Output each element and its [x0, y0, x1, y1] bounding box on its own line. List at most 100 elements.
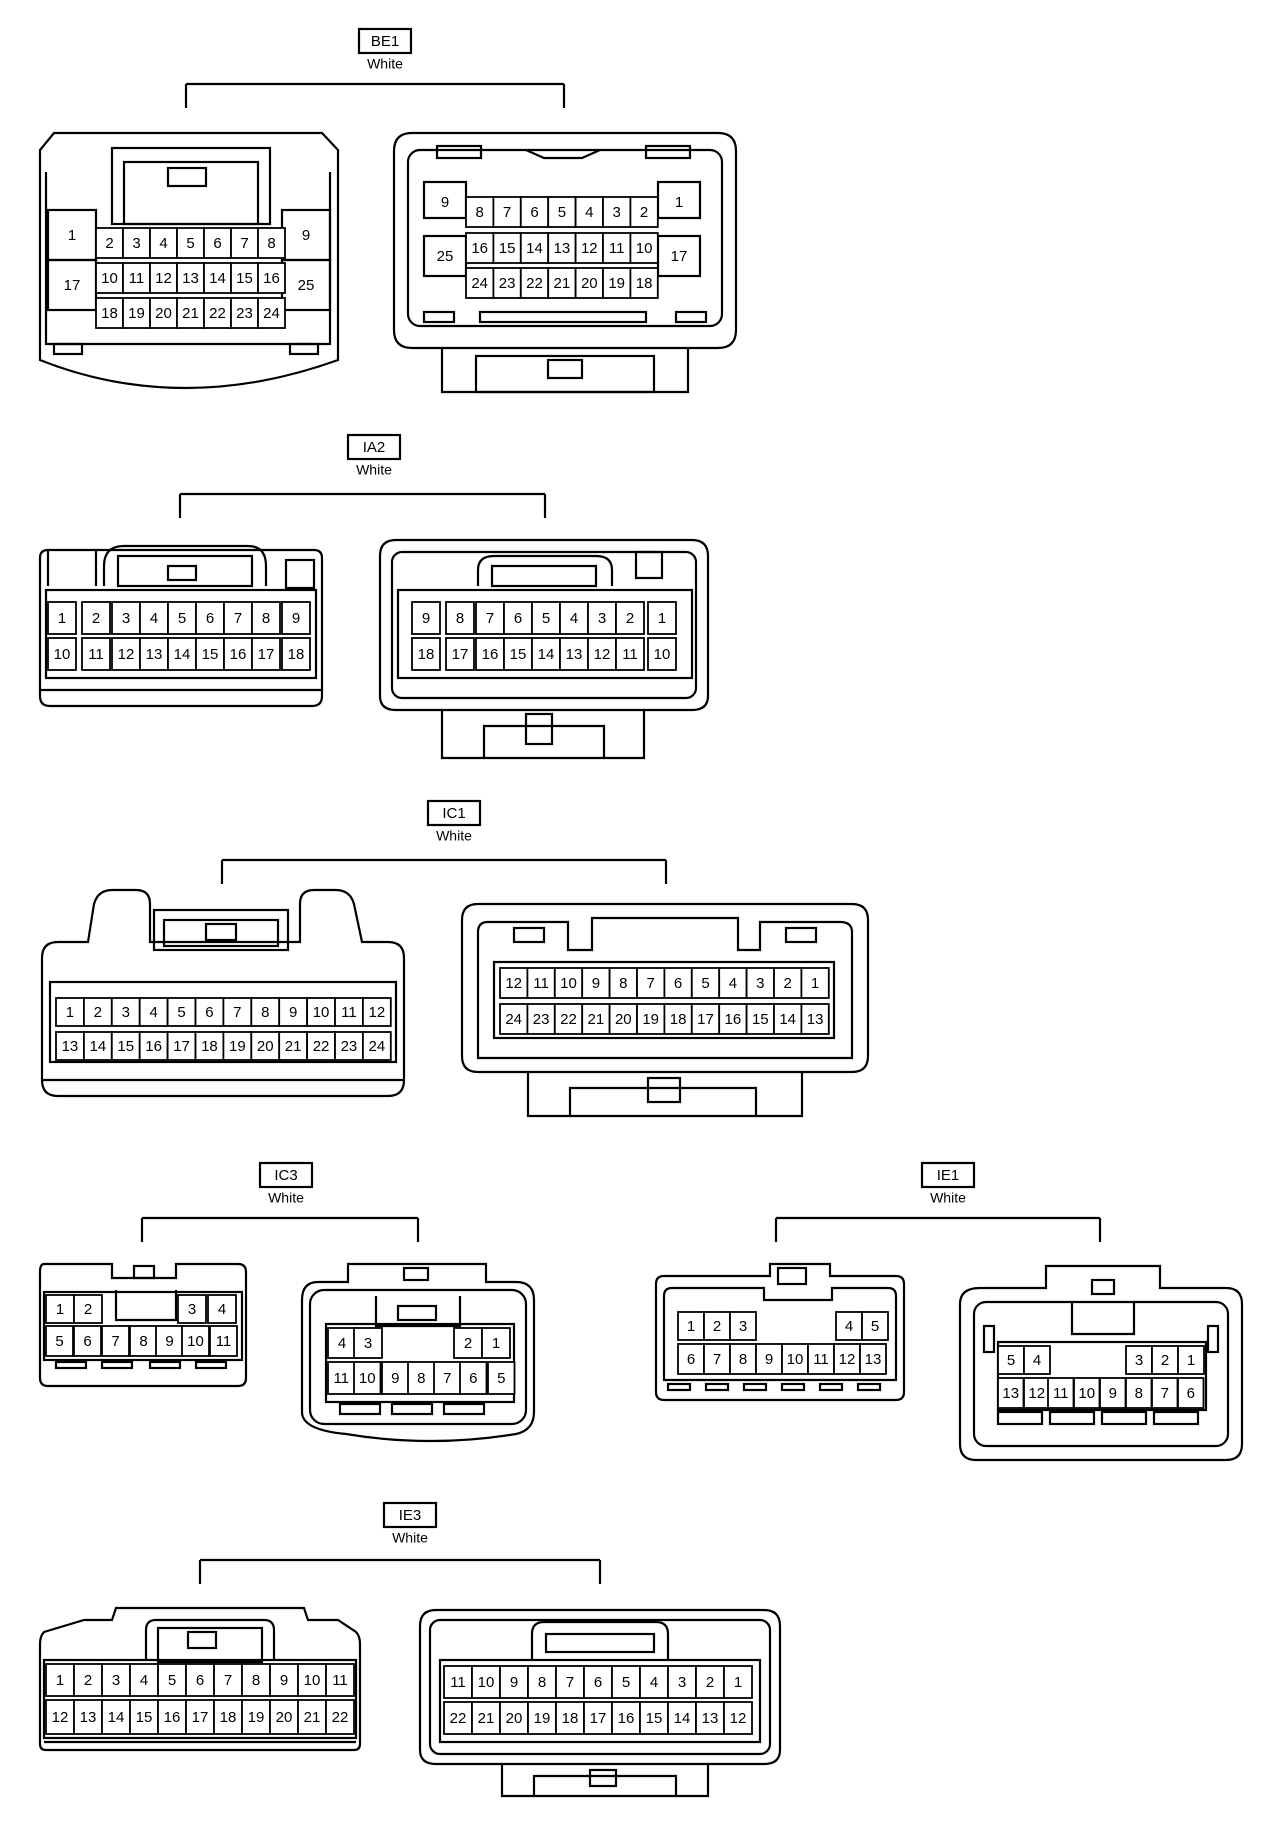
pin-cell	[101, 1663, 131, 1697]
pin-cavity	[629, 196, 659, 228]
pin-number: 20	[276, 1709, 293, 1726]
connector-bracket	[140, 1216, 420, 1242]
lock-frame	[474, 354, 656, 394]
pin-cavity	[223, 637, 253, 671]
pin-cell	[138, 997, 169, 1027]
pin-number: 2	[1161, 1352, 1169, 1369]
pin-number: 25	[298, 277, 315, 294]
pin-number: 13	[554, 240, 571, 257]
pin-cell	[503, 637, 533, 671]
pin-number: 22	[313, 1038, 330, 1055]
pin-cell	[807, 1343, 835, 1375]
pin-cell	[608, 967, 638, 999]
pin-number: 11	[129, 270, 145, 287]
pin-number: 8	[252, 1672, 260, 1689]
latch-tab	[166, 166, 208, 188]
key-slot	[512, 926, 546, 944]
pin-cell	[327, 1361, 356, 1395]
pin-cavity	[1177, 1377, 1205, 1409]
pin-number: 9	[391, 1370, 399, 1387]
pin-cell	[559, 637, 589, 671]
pin-number: 24	[471, 275, 488, 292]
pin-cavity	[1023, 1345, 1051, 1375]
pin-cell	[207, 1294, 237, 1324]
pin-cavity	[459, 1361, 488, 1395]
pin-cell	[615, 601, 645, 635]
pin-cell	[278, 1031, 309, 1061]
pin-field-frame	[48, 980, 398, 1064]
pin-number: 3	[756, 975, 764, 992]
connector-color: White	[436, 828, 472, 844]
pin-number: 3	[678, 1674, 686, 1691]
pin-number: 3	[112, 1672, 120, 1689]
pin-cavity	[443, 1665, 473, 1699]
pin-cavity	[445, 637, 475, 671]
ic3-female-housing	[300, 1262, 536, 1443]
pin-number: 22	[209, 305, 226, 322]
pin-number: 24	[505, 1011, 522, 1028]
pin-number: 16	[263, 270, 280, 287]
pin-cell	[195, 637, 225, 671]
pin-number: 21	[304, 1709, 321, 1726]
lock-frame	[532, 1774, 678, 1796]
pin-number: 5	[186, 235, 194, 252]
pin-cavity	[269, 1699, 299, 1735]
pin-cell	[81, 601, 111, 635]
pin-field-frame	[42, 1290, 244, 1362]
pin-cell	[718, 967, 748, 999]
pin-cell	[443, 1665, 473, 1699]
connector-id: IE3	[399, 1507, 422, 1524]
pin-number: 4	[1033, 1352, 1041, 1369]
pin-cavity	[177, 1294, 207, 1324]
lock-tab	[646, 1076, 682, 1104]
pin-number: 20	[615, 1011, 632, 1028]
pin-cavity	[663, 1003, 693, 1035]
pin-cell	[45, 1699, 75, 1735]
pin-cavity	[334, 997, 364, 1027]
connector-label-be1	[184, 27, 566, 108]
pin-number: 7	[233, 1004, 241, 1021]
pin-number: 2	[92, 610, 100, 627]
pin-number: 2	[640, 204, 648, 221]
pin-cavity	[453, 1327, 483, 1359]
pin-cell	[250, 1031, 281, 1061]
connector-label-ic1	[220, 799, 668, 884]
foot	[996, 1410, 1044, 1426]
pin-number: 14	[209, 270, 226, 287]
pin-number: 3	[739, 1318, 747, 1335]
pin-number: 15	[510, 646, 527, 663]
pin-number: 4	[150, 610, 158, 627]
pin-number: 1	[68, 227, 76, 244]
pin-cavity	[519, 196, 550, 228]
housing-outline	[300, 1262, 536, 1443]
pin-cell	[663, 1003, 693, 1035]
connector-color: White	[930, 1190, 966, 1206]
pin-cavity	[1073, 1377, 1101, 1409]
pin-cavity	[325, 1663, 355, 1697]
pin-number: 20	[506, 1710, 523, 1727]
pin-cell	[223, 637, 253, 671]
connector-color: White	[356, 462, 392, 478]
pin-cell	[527, 1665, 557, 1699]
pin-cell	[281, 601, 311, 635]
pin-cavity	[230, 262, 259, 294]
pin-cell	[73, 1325, 102, 1357]
pin-cavity	[281, 637, 311, 671]
pin-number: 1	[56, 1672, 64, 1689]
pin-number: 19	[128, 305, 145, 322]
pin-number: 7	[111, 1333, 119, 1350]
pin-cavity	[361, 1031, 392, 1061]
pin-number: 19	[534, 1710, 551, 1727]
pin-cavity	[677, 1343, 705, 1375]
housing-lock-base	[440, 348, 690, 394]
ic3-male-pins	[45, 1294, 238, 1357]
pin-number: 11	[332, 1672, 348, 1689]
pin-number: 1	[1187, 1352, 1195, 1369]
pin-cavity	[1151, 1345, 1179, 1375]
latch-frame	[144, 1618, 276, 1660]
pin-number: 12	[118, 646, 135, 663]
latch-inner	[156, 1626, 264, 1664]
pin-number: 8	[619, 975, 627, 992]
pin-cell	[667, 1665, 697, 1699]
pin-number: 8	[262, 610, 270, 627]
